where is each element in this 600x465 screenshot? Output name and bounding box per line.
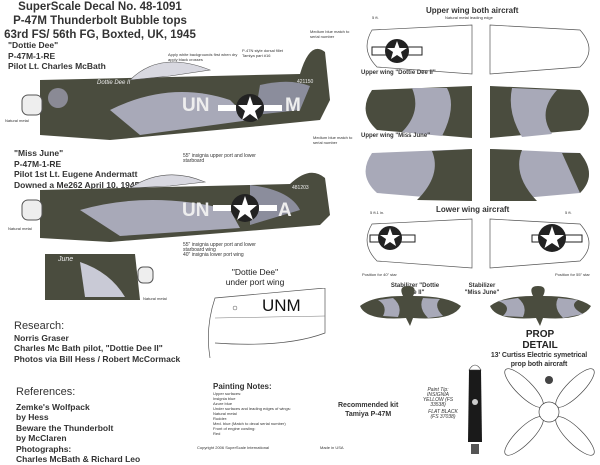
references-heading: References: bbox=[16, 386, 76, 398]
references-section: References: Zemke's Wolfpack by Hess Bew… bbox=[16, 386, 140, 465]
painting-line: Rudder: bbox=[213, 416, 228, 422]
prop-blade-note: FLAT BLACK (FS 37038) bbox=[428, 409, 458, 420]
research-heading: Research: bbox=[14, 320, 65, 332]
reference-line: Zemke's Wolfpack bbox=[16, 401, 90, 412]
research-section: Research: Norris Graser Charles Mc Bath … bbox=[14, 320, 180, 364]
painting-line: Red bbox=[213, 431, 221, 437]
kit-line-2: Tamiya P-47M bbox=[345, 411, 392, 418]
under-wing-code: UNM bbox=[262, 296, 301, 315]
aircraft1-pilot: Pilot Lt. Charles McBath bbox=[8, 61, 106, 71]
painting-line: Natural metal bbox=[213, 411, 237, 417]
under-wing-title-2: under port wing bbox=[225, 277, 285, 287]
prop-hub-diagram bbox=[504, 368, 595, 456]
painting-line: Front of engine cowling: bbox=[213, 426, 256, 432]
copyright: Copyright 2006 SuperScale International bbox=[197, 445, 270, 450]
prop-desc-1: 13' Curtiss Electric symetrical bbox=[490, 352, 588, 359]
nose-art-detail bbox=[45, 254, 154, 300]
research-line: Charles Mc Bath pilot, "Dottie Dee II" bbox=[14, 343, 163, 354]
painting-line: Med. blue (Match to decal serial number) bbox=[213, 421, 286, 427]
reference-line: Photographs: bbox=[16, 443, 72, 454]
reference-line: by Hess bbox=[16, 412, 49, 423]
aircraft2-info: "Miss June" P-47M-1-RE Pilot 1st Lt. Eug… bbox=[14, 148, 139, 190]
note-insignia-2: 55" insignia upper port and lower starbo… bbox=[183, 243, 278, 258]
upper-wing-both-title: Upper wing both aircraft bbox=[426, 6, 519, 15]
upper-wing-plain bbox=[366, 24, 590, 75]
aircraft1-serial: 421150 bbox=[297, 79, 314, 85]
note-dorsal-fillet: P-47N style dorsal fillet Tamiya part #1… bbox=[242, 48, 283, 58]
aircraft2-code-left: UN bbox=[182, 200, 210, 221]
reference-line: Charles McBath & Richard Leo bbox=[16, 454, 141, 465]
research-line: Photos via Bill Hess / Robert McCormack bbox=[14, 353, 181, 364]
aircraft1-profile bbox=[21, 48, 330, 140]
aircraft1-code-left: UN bbox=[182, 95, 210, 116]
lower-wing-title: Lower wing aircraft bbox=[436, 205, 510, 214]
note-insignia-upper: 55" insignia upper port and lower starbo… bbox=[183, 242, 256, 253]
sheet-title: SuperScale Decal No. 48-1091 P-47M Thund… bbox=[0, 0, 200, 42]
reference-line: by McClaren bbox=[16, 433, 67, 444]
note-insignia-1: 55" insignia upper port and lower starbo… bbox=[183, 153, 256, 164]
upper-wing-dottie bbox=[365, 86, 589, 138]
under-wing-drawing bbox=[208, 288, 326, 359]
aircraft2-code-right: A bbox=[278, 200, 292, 221]
kit-line-1: Recommended kit bbox=[338, 402, 399, 409]
aircraft1-name: "Dottie Dee" bbox=[8, 40, 59, 50]
aircraft2-model: P-47M-1-RE bbox=[14, 158, 62, 169]
prop-tip-note: Paint Tip: INSIGNIA YELLOW (FS 33538) bbox=[422, 387, 454, 408]
note-medium-blue-1: Medium blue match to serial number bbox=[310, 29, 350, 39]
upper-wing-dottie-label: Upper wing "Dottie Dee II" bbox=[361, 70, 436, 76]
aircraft2-nose-art: June bbox=[58, 256, 74, 263]
dimension-2: 5 ft.1 in. bbox=[370, 210, 385, 215]
aircraft1-model: P-47M-1-RE bbox=[8, 50, 56, 61]
note-white-backgrounds: Apply white backgrounds first when dry a… bbox=[168, 52, 238, 62]
lower-wings bbox=[366, 218, 590, 269]
leading-edge-note: Natural metal leading edge bbox=[445, 15, 493, 20]
stabilizer-june bbox=[490, 286, 591, 326]
dimension-1: 5 ft. bbox=[372, 15, 379, 20]
position-55-star: Position for 55" star bbox=[555, 272, 590, 277]
under-wing-title: "Dottie Dee" under port wing bbox=[225, 267, 285, 287]
painting-line: Insignia blue bbox=[213, 396, 236, 402]
aircraft2-name: "Miss June" bbox=[14, 148, 64, 158]
prop-title-1: PROP bbox=[525, 329, 555, 340]
aircraft1-code-right: M bbox=[285, 95, 301, 116]
title-line-2: P-47M Thunderbolt Bubble tops bbox=[13, 15, 187, 27]
prop-title-2: DETAIL bbox=[522, 340, 558, 351]
aircraft2-profile bbox=[21, 172, 330, 242]
stabilizer-dottie-label: Stabilizer "Dottie Dee II" bbox=[390, 283, 440, 296]
aircraft1-nose-art: Dottie Dee II bbox=[97, 80, 131, 86]
made-in-usa: Made in USA bbox=[320, 445, 344, 450]
aircraft2-serial: 481203 bbox=[292, 185, 309, 191]
painting-line: Upper surfaces: bbox=[213, 391, 242, 397]
note-natural-metal-2: Natural metal bbox=[8, 226, 32, 231]
title-line-1: SuperScale Decal No. 48-1091 bbox=[18, 1, 182, 13]
note-natural-metal-1: Natural metal bbox=[5, 118, 29, 123]
aircraft1-info: "Dottie Dee" P-47M-1-RE Pilot Lt. Charle… bbox=[8, 40, 106, 72]
prop-blade bbox=[468, 364, 482, 454]
position-40-star: Position for 40" star bbox=[362, 272, 397, 277]
prop-desc-2: prop both aircraft bbox=[510, 360, 568, 368]
note-medium-blue-2: Medium blue match to serial number bbox=[313, 135, 353, 145]
prop-description: 13' Curtiss Electric symetrical prop bot… bbox=[480, 352, 598, 369]
reference-line: Beware the Thunderbolt bbox=[16, 422, 114, 433]
painting-line: Under surfaces and leading edges of wing… bbox=[213, 406, 291, 412]
under-wing-title-1: "Dottie Dee" bbox=[231, 267, 279, 277]
note-insignia-lower: 40" insignia lower port wing bbox=[183, 252, 244, 258]
recommended-kit: Recommended kit Tamiya P-47M bbox=[338, 401, 398, 419]
painting-heading: Painting Notes: bbox=[213, 382, 272, 391]
painting-notes: Painting Notes: Upper surfaces: Insignia… bbox=[213, 382, 291, 436]
prop-detail-title: PROP DETAIL bbox=[500, 329, 580, 351]
painting-line: Azure blue bbox=[213, 401, 233, 407]
upper-wing-june-label: Upper wing "Miss June" bbox=[361, 133, 431, 139]
aircraft2-pilot: Pilot 1st Lt. Eugene Andermatt bbox=[14, 169, 138, 179]
stabilizer-june-label: Stabilizer "Miss June" bbox=[464, 283, 500, 296]
title-line-3: 63rd FS/ 56th FG, Boxted, UK, 1945 bbox=[4, 29, 196, 41]
dimension-3: 5 ft. bbox=[565, 210, 572, 215]
aircraft2-kill: Downed a Me262 April 10, 1945 bbox=[14, 179, 140, 190]
note-natural-metal-3: Natural metal bbox=[143, 296, 167, 301]
upper-wing-june bbox=[365, 149, 589, 201]
stabilizer-dottie bbox=[360, 286, 461, 326]
research-line: Norris Graser bbox=[14, 332, 69, 343]
